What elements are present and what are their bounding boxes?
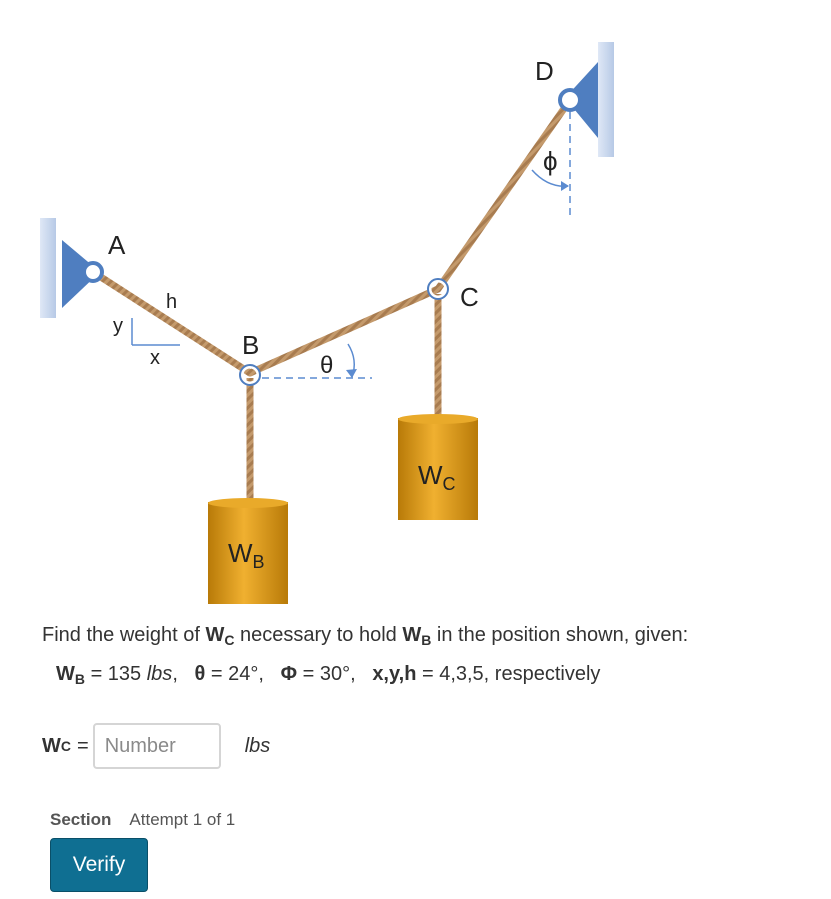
wc-symbol: W xyxy=(205,624,225,646)
weight-c-label: WC xyxy=(418,460,456,494)
weight-b-label: WB xyxy=(228,538,265,572)
given-phi-value: = 30°, xyxy=(297,663,373,685)
problem-statement: Find the weight of WC necessary to hold … xyxy=(42,618,812,696)
label-a: A xyxy=(108,230,126,260)
label-c: C xyxy=(460,282,479,312)
given-xyh-value: = 4,3,5, respectively xyxy=(416,663,601,685)
given-wb-symbol: W xyxy=(56,663,75,685)
label-theta: θ xyxy=(320,352,333,379)
pulley-d xyxy=(558,88,582,112)
wall-d xyxy=(598,42,614,157)
weight-b-top xyxy=(208,498,288,508)
given-phi-symbol: Φ xyxy=(280,663,298,685)
given-theta-value: = 24°, xyxy=(205,663,281,685)
verify-button[interactable]: Verify xyxy=(50,838,148,892)
problem-text: in the position shown, given: xyxy=(431,624,689,646)
label-phi: ϕ xyxy=(543,146,558,176)
wb-symbol: W xyxy=(402,624,422,646)
attempt-counter: Attempt 1 of 1 xyxy=(129,810,236,829)
label-d: D xyxy=(535,56,554,86)
weight-b xyxy=(208,502,288,604)
label-x: x xyxy=(150,347,160,369)
problem-text: necessary to hold xyxy=(234,624,403,646)
given-xyh-symbol: x,y,h xyxy=(372,663,417,685)
separator: , xyxy=(172,663,195,685)
answer-row: WC = lbs xyxy=(42,722,270,770)
given-wb-subscript: B xyxy=(74,671,86,687)
given-theta-symbol: θ xyxy=(194,663,206,685)
phi-arrow-icon xyxy=(561,181,569,191)
label-b: B xyxy=(242,330,259,360)
section-label: Section xyxy=(50,810,112,829)
wc-answer-input[interactable] xyxy=(92,723,221,769)
ring-c-outline xyxy=(427,278,449,300)
wb-subscript: B xyxy=(421,632,432,648)
given-wb-unit: lbs xyxy=(146,663,173,685)
attempt-footer: Section Attempt 1 of 1 xyxy=(50,810,235,830)
weight-c-top xyxy=(398,414,478,424)
support-a xyxy=(62,240,100,308)
pulley-a xyxy=(82,261,104,283)
wall-a xyxy=(40,218,56,318)
answer-equals: = xyxy=(77,734,89,757)
theta-arrow-icon xyxy=(346,369,357,378)
problem-line-2: WB = 135 lbs, θ = 24°, Φ = 30°, x,y,h = … xyxy=(42,657,812,696)
rope-cd xyxy=(434,96,574,293)
problem-line-1: Find the weight of WC necessary to hold … xyxy=(42,618,812,657)
answer-variable: W xyxy=(42,734,61,757)
ring-c xyxy=(428,279,448,299)
answer-subscript: C xyxy=(60,738,72,754)
ring-b-outline xyxy=(239,364,261,386)
statics-figure: A B C D h y x θ ϕ WC WB xyxy=(40,42,614,604)
answer-unit: lbs xyxy=(244,734,271,757)
label-h: h xyxy=(166,291,177,313)
wc-subscript: C xyxy=(224,632,235,648)
label-y: y xyxy=(113,315,123,337)
problem-text: Find the weight of xyxy=(42,624,206,646)
weight-c xyxy=(398,418,478,520)
rope-bc xyxy=(246,285,442,377)
given-wb-value: = 135 xyxy=(85,663,147,685)
ring-b xyxy=(240,365,260,385)
rope-ab xyxy=(89,268,254,377)
